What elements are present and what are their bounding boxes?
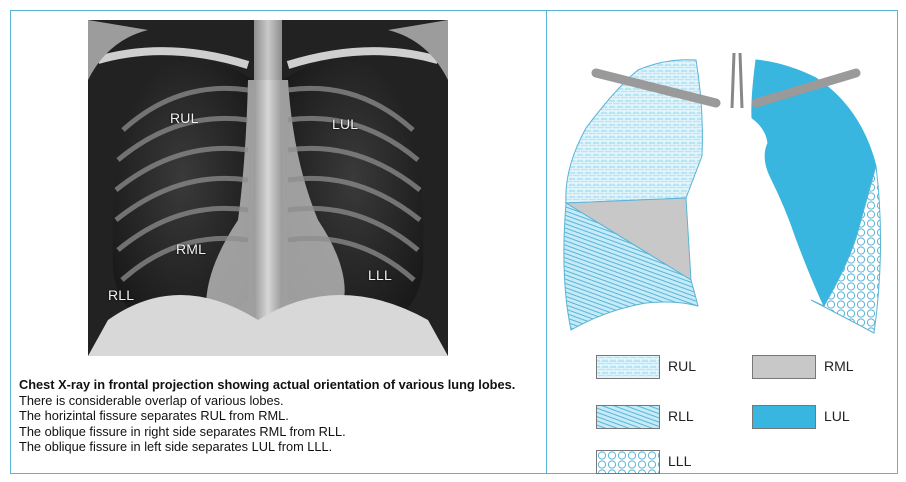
panel-divider xyxy=(546,10,547,474)
caption-line: The oblique fissure in left side separat… xyxy=(19,439,544,455)
legend-label-lul: LUL xyxy=(824,408,850,424)
right-lung xyxy=(564,60,703,330)
legend-label-rll: RLL xyxy=(668,408,694,424)
rml-swatch xyxy=(752,355,816,379)
lul-swatch xyxy=(752,405,816,429)
legend-label-lll: LLL xyxy=(668,453,691,469)
xray-label-rul: RUL xyxy=(170,110,199,126)
xray-label-lll: LLL xyxy=(368,267,392,283)
lung-lobe-diagram xyxy=(556,48,886,353)
chest-xray-image xyxy=(88,20,448,356)
caption-line: There is considerable overlap of various… xyxy=(19,393,544,409)
xray-label-lul: LUL xyxy=(332,116,358,132)
xray-label-rll: RLL xyxy=(108,287,134,303)
caption-line: The horizintal fissure separates RUL fro… xyxy=(19,408,544,424)
caption-title: Chest X-ray in frontal projection showin… xyxy=(19,377,544,393)
legend-label-rml: RML xyxy=(824,358,854,374)
figure-caption: Chest X-ray in frontal projection showin… xyxy=(19,377,544,455)
xray-label-rml: RML xyxy=(176,241,206,257)
caption-line: The oblique fissure in right side separa… xyxy=(19,424,544,440)
legend-label-rul: RUL xyxy=(668,358,696,374)
trachea xyxy=(732,53,742,108)
